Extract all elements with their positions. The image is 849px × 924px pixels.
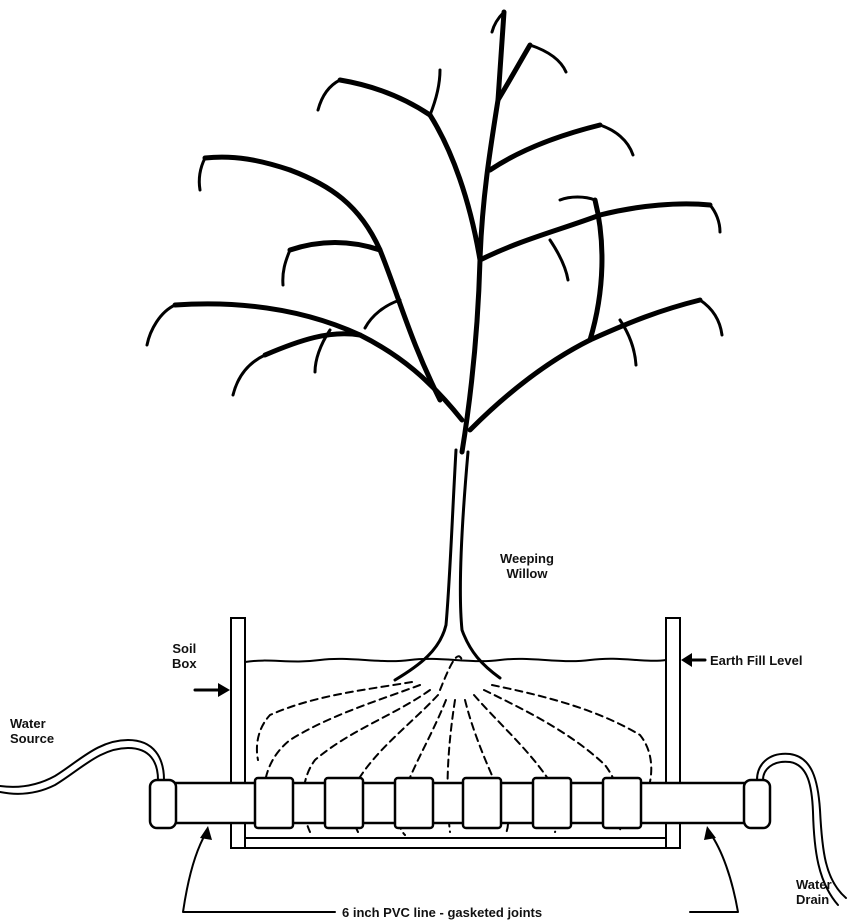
pvc-left-arrowhead [200,826,212,840]
water-drain-label: Water Drain [796,877,832,907]
water-source-label-line-2: Source [10,731,54,746]
tree-trunk-right-edge [460,452,500,678]
pvc-pipe-right-cap [744,780,770,828]
pipe-joint [255,778,293,828]
pipe-joint [533,778,571,828]
water-source-hose [0,740,164,794]
soil-box-label-line-2: Box [172,656,197,671]
earth-fill-level-line [245,659,666,662]
water-source-label: Water Source [10,716,54,746]
tree-label-line-1: Weeping [500,551,554,566]
water-drain-label-line-1: Water [796,877,832,892]
tree-label-line-2: Willow [500,566,554,581]
soil-box-arrowhead [218,683,230,697]
pvc-right-leader [690,833,738,912]
pipe-joint [603,778,641,828]
weeping-willow-tree [147,12,722,680]
pvc-pipe [150,778,770,828]
pvc-right-arrowhead [704,826,716,840]
tree-trunk-left-edge [395,450,456,680]
pipe-joint [325,778,363,828]
soil-box-label-line-1: Soil [172,641,197,656]
soil-box-label: Soil Box [172,641,197,671]
tree-label: Weeping Willow [500,551,554,581]
pvc-pipe-left-cap [150,780,176,828]
pipe-joint [463,778,501,828]
pvc-left-leader [183,833,335,912]
earth-fill-arrowhead [681,653,692,667]
pvc-line-label: 6 inch PVC line - gasketed joints [342,905,542,920]
tree-main-branches [175,12,710,452]
water-source-label-line-1: Water [10,716,54,731]
earth-fill-level-label: Earth Fill Level [710,653,802,668]
pipe-joint [395,778,433,828]
water-drain-label-line-2: Drain [796,892,832,907]
tree-twigs [147,12,722,395]
